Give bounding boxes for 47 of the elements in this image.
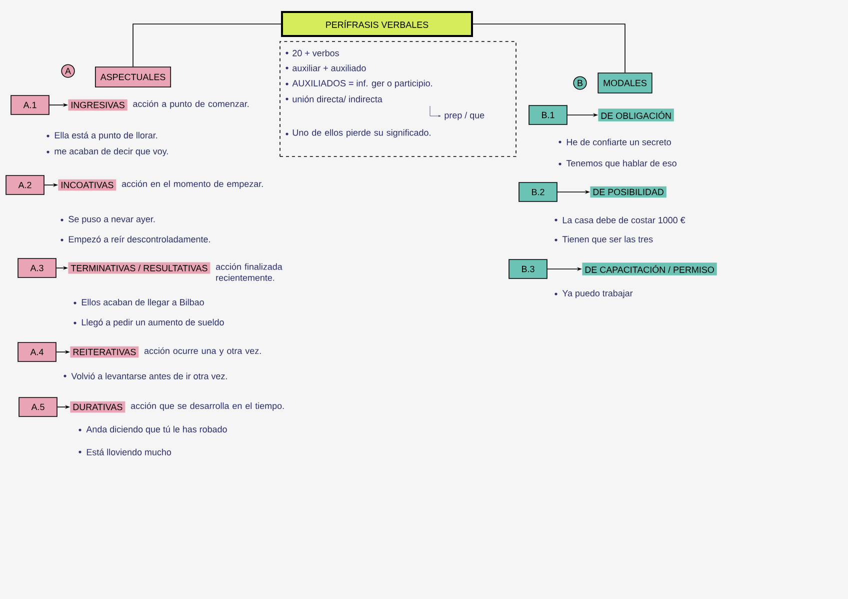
- example-sentence: Llegó a pedir un aumento de sueldo: [74, 318, 224, 328]
- highlighted-term: REITERATIVAS: [70, 346, 139, 358]
- code-box: A.1: [10, 95, 50, 115]
- note-text: prep / que: [444, 112, 484, 120]
- highlighted-term: DE OBLIGACIÓN: [598, 108, 674, 122]
- example-sentence: Ya puedo trabajar: [554, 290, 633, 298]
- definition-text: acción a punto de comenzar.: [133, 100, 249, 109]
- code-box: A.5: [18, 397, 58, 417]
- example-sentence: Volvió a levantarse antes de ir otra vez.: [64, 372, 227, 380]
- code-box: A.2: [6, 175, 44, 195]
- highlighted-term: DURATIVAS: [70, 401, 126, 413]
- title-box: PERÍFRASIS VERBALES: [281, 11, 473, 37]
- example-sentence: me acaban de decir que voy.: [46, 148, 168, 156]
- category-box: ASPECTUALES: [94, 66, 172, 88]
- example-sentence: Ella está a punto de llorar.: [46, 132, 158, 140]
- code-box: A.3: [18, 258, 56, 278]
- example-sentence: Está lloviendo mucho: [78, 448, 172, 456]
- example-sentence: Ellos acaban de llegar a Bilbao: [74, 298, 204, 308]
- example-sentence: Anda diciendo que tú le has robado: [78, 426, 227, 434]
- code-box: B.3: [508, 259, 548, 279]
- category-box: MODALES: [598, 72, 652, 94]
- highlighted-term: INCOATIVAS: [58, 179, 116, 191]
- connector: [132, 24, 282, 67]
- highlighted-term: DE POSIBILIDAD: [590, 186, 666, 198]
- note-text: 20 + verbos: [286, 50, 339, 56]
- example-sentence: Tenemos que hablar de eso: [558, 160, 676, 168]
- note-text: AUXILIADOS = inf. ger o participio.: [286, 80, 432, 88]
- code-box: B.1: [528, 105, 568, 125]
- example-sentence: Tienen que ser las tres: [554, 236, 653, 244]
- note-text: unión directa/ indirecta: [286, 96, 382, 102]
- example-sentence: La casa debe de costar 1000 €: [554, 216, 686, 224]
- definition-text: acción ocurre una y otra vez.: [144, 347, 261, 356]
- highlighted-term: DE CAPACITACIÓN / PERMISO: [582, 262, 717, 276]
- notes-box: [280, 41, 516, 157]
- code-box: B.2: [518, 182, 558, 202]
- note-text: Uno de ellos pierde su significado.: [286, 129, 430, 138]
- example-sentence: Se puso a nevar ayer.: [60, 216, 155, 224]
- definition-text: acción que se desarrolla en el tiempo.: [130, 402, 284, 411]
- note-text: auxiliar + auxiliado: [286, 64, 366, 72]
- example-sentence: He de confiarte un secreto: [558, 138, 671, 146]
- example-sentence: Empezó a reír descontroladamente.: [60, 236, 210, 244]
- definition-text: acción en el momento de empezar.: [122, 180, 263, 189]
- connector: [472, 24, 626, 73]
- code-box: A.4: [18, 342, 56, 362]
- highlighted-term: INGRESIVAS: [68, 99, 128, 111]
- definition-text: acción finalizada recientemente.: [216, 263, 282, 281]
- highlighted-term: TERMINATIVAS / RESULTATIVAS: [68, 262, 210, 274]
